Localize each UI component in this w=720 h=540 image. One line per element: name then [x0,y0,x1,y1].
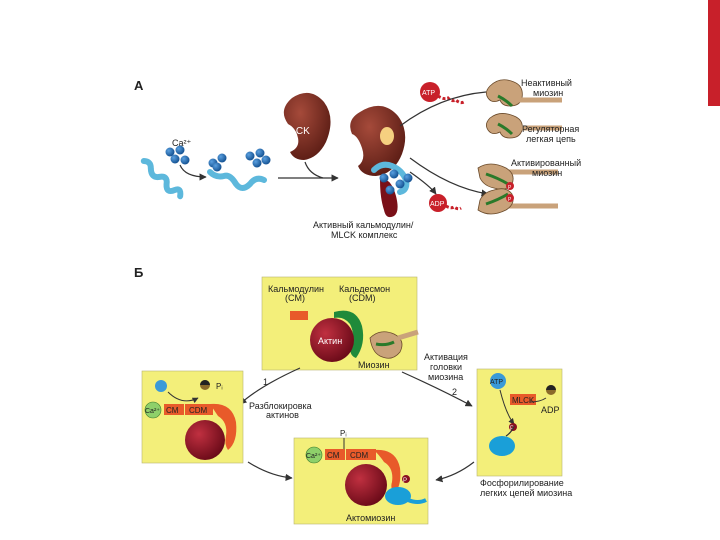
calcium-ions-bound [208,148,271,172]
cm-label-left: CM [166,406,179,415]
step2-label: 2 [452,387,457,397]
calmodulin-free-left [155,380,167,392]
phosphorylation-label-1: Фосфорилирование [480,478,564,488]
svg-text:P: P [508,197,512,203]
arrow-complex-to-inactive [399,91,487,127]
inactive-label-2: миозин [533,88,563,98]
ca-sphere-bottom [305,446,323,464]
panel-b-label: Б [134,265,143,280]
adp-molecule-a: ADP [429,194,462,212]
caldesmon-label-2: (CDM) [349,293,376,303]
arrow-right-to-bottom [435,461,475,483]
ca-label-left: Ca²⁺ [145,408,160,415]
unblocking-label-2: актинов [266,410,299,420]
cdm-block-left [185,404,213,415]
mlck-label-right: MLCK [512,396,535,405]
svg-text:P: P [508,185,512,191]
myosin-head-top [369,329,419,359]
myosin-neck-right [505,425,515,437]
activated-label-1: Активированный [511,158,581,168]
active-complex [350,105,413,218]
mlck-block-right [510,394,536,405]
mlck-label: MLCK [282,126,310,137]
svg-text:ATP: ATP [422,90,435,97]
accent-bar [708,0,720,106]
pi-molecule-left [200,380,210,390]
arrow-step2 [401,371,473,407]
complex-label-2: MLCK комплекс [331,230,398,240]
inactive-label-1: Неактивный [521,78,572,88]
calmodulin-chain [140,157,184,200]
atp-molecule-a: ATP [420,82,465,105]
mlck-enzyme [283,92,331,160]
activated-myosin: P P [477,163,558,215]
actin-label: Актин [318,336,342,346]
arrow-right-atp [499,389,515,425]
head-activation-3: миозина [428,372,463,382]
cm-block-bottom [325,449,345,460]
p-label-bottom: P [403,478,407,484]
ca-label-bottom: Ca²⁺ [306,453,321,460]
arrow-adp [409,171,437,195]
atp-sphere-right [490,373,506,389]
arrow-left-to-bottom [247,461,293,481]
p-sphere-bottom [402,475,410,483]
step1-label: 1 [263,377,268,387]
caldesmon-label-1: Кальдесмон [339,284,390,294]
cm-block-left [164,404,184,415]
myosin-light-chain-right [489,436,515,456]
arrow-mlck-join [304,161,324,179]
calcium-ions-free [165,145,190,165]
arrow-step1 [239,367,301,405]
activated-label-2: миозин [532,168,562,178]
regulatory-label-1: Регуляторная [522,124,579,134]
myosin-light-chain-bottom [385,487,411,505]
caldesmon-shape-left [210,403,237,450]
actin-ball-bottom [345,464,387,506]
head-activation-2: головки [430,362,462,372]
cdm-block-bottom [346,449,376,460]
svg-text:ADP: ADP [430,201,445,208]
calmodulin-bound [207,169,267,191]
pi-molecule-right [546,385,556,395]
cdm-label-bottom: CDM [350,451,369,460]
pi-label-bottom: Pᵢ [340,429,347,438]
complex-label-1: Активный кальмодулин/ [313,220,414,230]
calmodulin-label-1: Кальмодулин [268,284,324,294]
myosin-tail-bottom [407,498,427,504]
unblocking-label-1: Разблокировка [249,401,312,411]
regulatory-label-2: легкая цепь [526,134,576,144]
actin-ball-left [185,420,225,460]
cdm-label-left: CDM [189,406,208,415]
calcium-label: Ca²⁺ [172,138,192,148]
phosphorylation-label-2: легких цепей миозина [480,488,572,498]
actin-ball-top [310,318,354,362]
calmodulin-label-2: (CM) [285,293,305,303]
panel-a-label: А [134,78,144,93]
pi-label-left: Pᵢ [216,382,223,391]
cm-block-top [290,311,308,320]
inactive-myosin [486,79,562,139]
ca-sphere-left [144,401,162,419]
arrow-ca-binding [179,164,207,181]
actomyosin-label: Актомиозин [346,513,395,523]
head-activation-1: Активация [424,352,468,362]
arrow-right-adp [529,397,547,403]
caldesmon-shape-top [334,310,364,358]
arrow-complex-to-active [409,157,489,197]
myosin-label: Миозин [358,360,390,370]
adp-label-right: ADP [541,405,560,415]
caldesmon-shape-bottom [374,449,401,494]
atp-label-right: ATP [490,379,503,386]
cm-label-bottom: CM [327,451,340,460]
arrow-left-release [167,391,199,404]
